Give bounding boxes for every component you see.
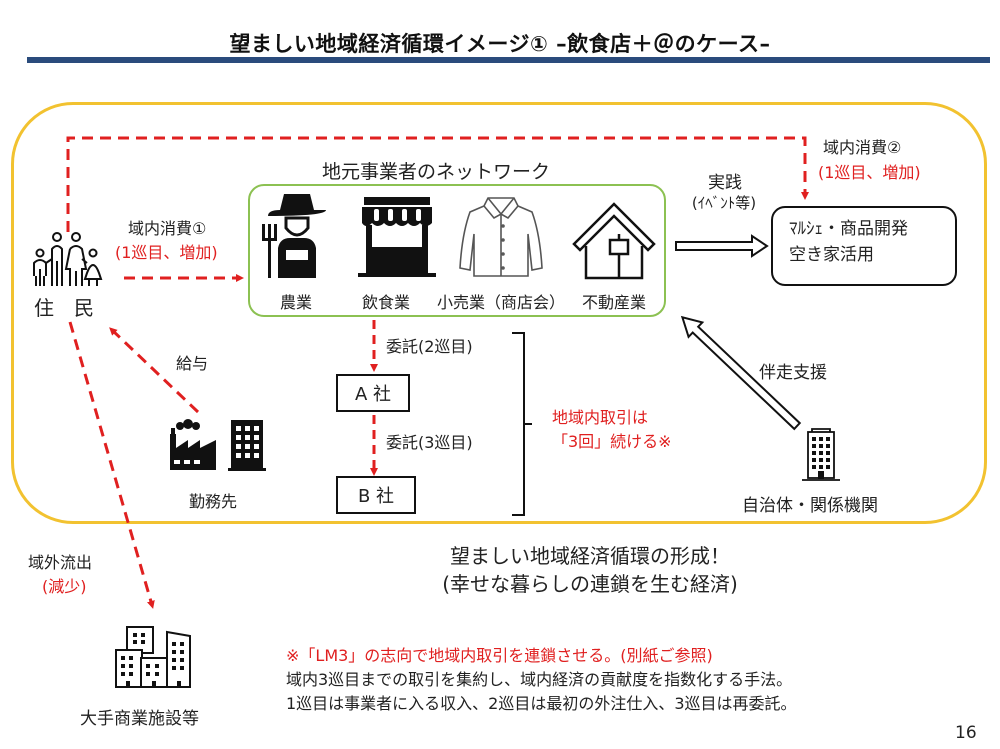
network-item-retail (458, 194, 544, 282)
network-item-label-agriculture: 農業 (280, 293, 313, 312)
bracket (512, 332, 532, 516)
title-underline-bar (27, 57, 990, 63)
network-item-real-estate (570, 200, 658, 284)
network-item-label-retail: 小売業（商店会） (437, 293, 566, 312)
network-title: 地元事業者のネットワーク (322, 161, 551, 183)
outflow-label: 域外流出 (28, 553, 93, 572)
marche-line2: 空き家活用 (789, 245, 874, 265)
conclusion-line2: (幸せな暮らしの連鎖を生む経済) (442, 572, 738, 596)
farmer-icon (262, 194, 326, 278)
factory-icon (170, 419, 216, 470)
practice-arrow (675, 234, 769, 258)
salary-arrow (109, 327, 200, 414)
support-label: 伴走支援 (759, 363, 827, 383)
government-label: 自治体・関係機関 (742, 496, 878, 516)
family-icon (33, 232, 103, 286)
consumption2-arrow (66, 136, 809, 232)
marche-line1: ﾏﾙｼｪ・商品開発 (789, 219, 908, 239)
outsource2-label: 委託(3巡目) (386, 433, 473, 452)
regional-economy-boundary (11, 102, 987, 524)
regional-trade-line1: 地域内取引は (552, 408, 649, 427)
government (800, 428, 842, 486)
large-commercial-label: 大手商業施設等 (80, 709, 199, 729)
residents-label: 住 民 (34, 296, 94, 320)
company-b-box: B 社 (336, 476, 416, 514)
note-line2: 域内3巡目までの取引を集約し、域内経済の貢献度を指数化する手法。 (286, 670, 793, 689)
house-icon (572, 202, 656, 280)
consumption2-label: 域内消費② (823, 138, 902, 157)
large-commercial (114, 624, 194, 694)
residents (28, 231, 106, 293)
note-line3: 1巡目は事業者に入る収入、2巡目は最初の外注仕入、3巡目は再委託。 (286, 694, 797, 713)
city-buildings-icon (115, 626, 191, 688)
government-building-icon (802, 428, 840, 481)
practice-sub: (ｲﾍﾞﾝﾄ等) (691, 194, 757, 212)
consumption2-sub: (1巡目、増加) (818, 163, 921, 182)
practice-label: 実践 (708, 173, 742, 193)
workplace (168, 418, 218, 476)
network-item-agriculture (258, 190, 336, 282)
consumption1-label: 域内消費① (128, 219, 207, 238)
conclusion-line1: 望ましい地域経済循環の形成！ (450, 544, 730, 568)
support-arrow (680, 315, 802, 431)
company-a-box: A 社 (336, 374, 410, 412)
outflow-sub: (減少) (42, 577, 87, 596)
office-building-wrap (228, 418, 266, 476)
network-item-restaurant (358, 195, 436, 281)
local-business-network-box (248, 184, 666, 317)
marche-box: ﾏﾙｼｪ・商品開発 空き家活用 (771, 206, 957, 286)
network-item-label-restaurant: 飲食業 (362, 293, 411, 312)
page-number: 16 (955, 723, 977, 743)
slide-title: 望ましい地域経済循環イメージ① –飲食店＋＠のケース– (229, 32, 771, 56)
network-item-label-real-estate: 不動産業 (582, 293, 647, 312)
note-line1: ※「LM3」の志向で地域内取引を連鎖させる。(別紙ご参照) (286, 646, 713, 665)
storefront-icon (358, 197, 436, 277)
outflow-arrow (68, 321, 155, 609)
salary-label: 給与 (176, 354, 209, 373)
regional-trade-line2: 「3回」続ける※ (552, 432, 672, 451)
office-building-icon (228, 420, 266, 471)
shirt-icon (459, 197, 543, 277)
consumption1-sub: (1巡目、増加) (115, 243, 218, 262)
outsource1-label: 委託(2巡目) (386, 337, 473, 356)
workplace-label: 勤務先 (189, 492, 238, 511)
